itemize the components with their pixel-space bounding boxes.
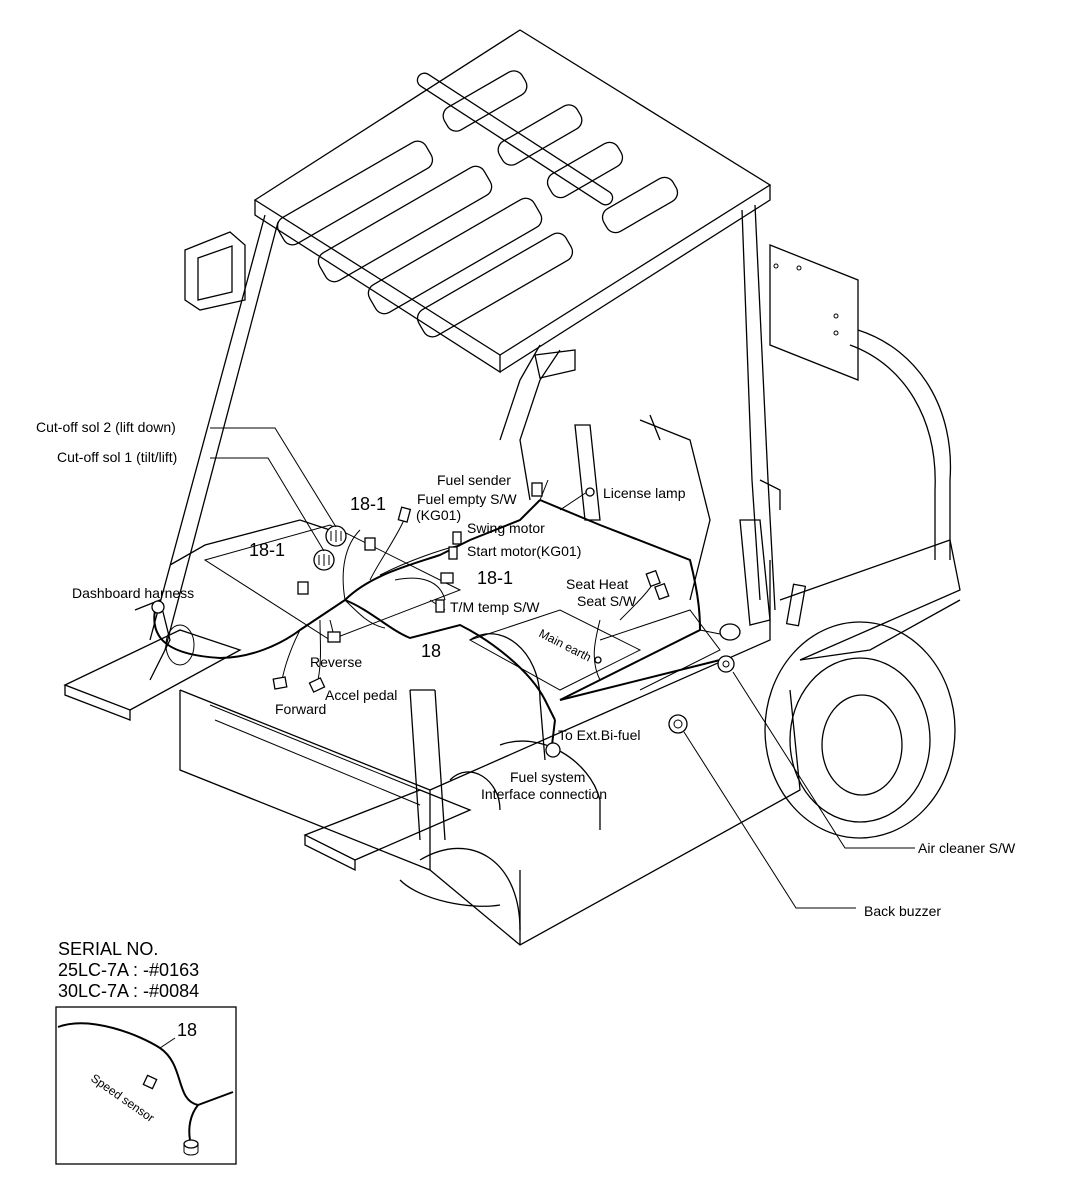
label-seat-sw: Seat S/W: [577, 593, 637, 609]
serial-line-30lc: 30LC-7A : -#0084: [58, 981, 199, 1001]
solenoid-icon: [313, 549, 335, 571]
connector-icon: [142, 1074, 158, 1090]
connector-icon: [364, 537, 376, 551]
label-to-ext-bi-fuel: To Ext.Bi-fuel: [558, 727, 640, 743]
connector-icon: [397, 506, 412, 523]
switch-icon: [717, 655, 735, 673]
switch-icon: [594, 656, 602, 664]
label-fuel-system: Fuel system: [510, 769, 585, 785]
connector-icon: [308, 677, 326, 693]
buzzer-icon: [668, 714, 688, 734]
label-dashboard-harness: Dashboard harness: [72, 585, 194, 601]
connector-icon: [272, 676, 288, 690]
overhead-guard: [253, 29, 772, 374]
connector-icon: [452, 531, 462, 545]
connector-icon: [545, 742, 561, 758]
label-cutoff-sol-1: Cut-off sol 1 (tilt/lift): [57, 449, 177, 465]
label-tm-temp-sw: T/M temp S/W: [450, 599, 540, 615]
label-forward: Forward: [275, 701, 326, 717]
harness: [153, 479, 726, 746]
label-start-motor: Start motor(KG01): [467, 543, 581, 559]
inset-part-18: 18: [177, 1020, 197, 1040]
serial-block: SERIAL NO. 25LC-7A : -#0163 30LC-7A : -#…: [58, 939, 199, 1001]
roof-slots: [276, 70, 679, 338]
connector-icon: [327, 631, 341, 643]
truck-body: [63, 329, 961, 946]
label-fuel-empty-sw: Fuel empty S/W: [417, 491, 517, 507]
label-fuel-sender: Fuel sender: [437, 472, 511, 488]
label-air-cleaner-sw: Air cleaner S/W: [918, 840, 1016, 856]
connector-icon: [440, 572, 454, 584]
inset-speed-sensor: 18 Speed sensor: [55, 1006, 237, 1165]
connector-icon: [654, 582, 670, 601]
connectors: [151, 482, 741, 758]
solenoid-icon: [325, 525, 347, 547]
connector-icon: [151, 600, 165, 614]
switch-icon: [585, 487, 595, 497]
label-swing-motor: Swing motor: [467, 520, 545, 536]
connector-icon: [183, 1139, 199, 1156]
connector-icon: [435, 599, 445, 613]
pillars: [149, 204, 859, 651]
label-main-earth: Main earth: [537, 626, 594, 664]
label-accel-pedal: Accel pedal: [325, 687, 397, 703]
labels: Cut-off sol 2 (lift down) Cut-off sol 1 …: [36, 419, 1016, 919]
leader-lines: [210, 427, 915, 909]
label-part-18: 18: [421, 641, 441, 661]
label-reverse: Reverse: [310, 654, 362, 670]
connector-icon: [645, 569, 661, 588]
connector-icon: [448, 546, 458, 560]
label-back-buzzer: Back buzzer: [864, 903, 941, 919]
label-seat-heat: Seat Heat: [566, 576, 628, 592]
serial-title: SERIAL NO.: [58, 939, 158, 959]
label-part-18-1-right: 18-1: [477, 568, 513, 588]
serial-line-25lc: 25LC-7A : -#0163: [58, 960, 199, 980]
label-cutoff-sol-2: Cut-off sol 2 (lift down): [36, 419, 176, 435]
label-kg01: (KG01): [416, 507, 461, 523]
label-interface-connection: Interface connection: [481, 786, 607, 802]
label-part-18-1-left: 18-1: [249, 540, 285, 560]
connector-icon: [531, 482, 543, 497]
label-part-18-1-top: 18-1: [350, 494, 386, 514]
connector-icon: [297, 581, 309, 595]
label-license-lamp: License lamp: [603, 485, 686, 501]
